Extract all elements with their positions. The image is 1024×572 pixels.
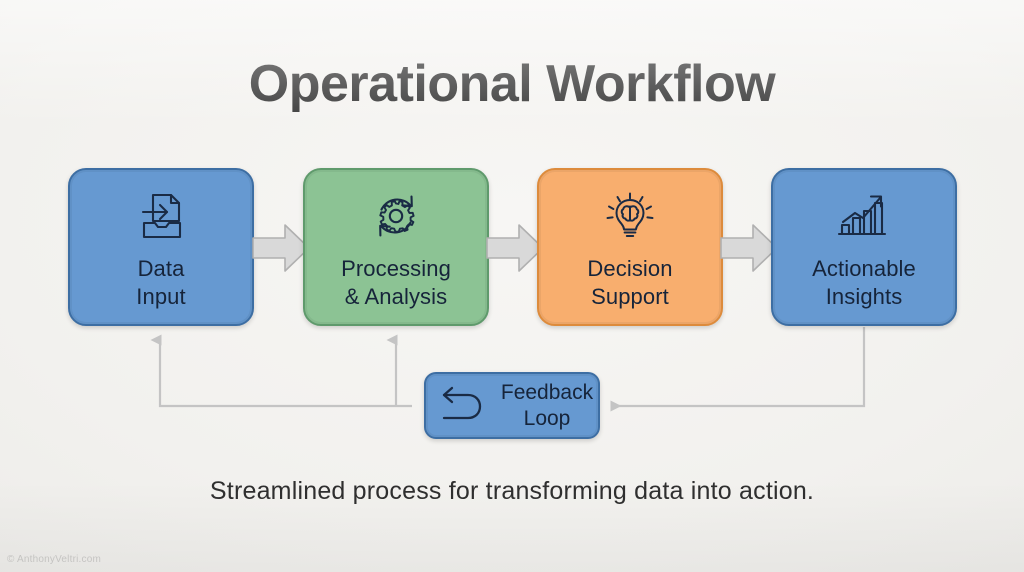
page-title: Operational Workflow (248, 55, 776, 113)
gear-refresh-icon (367, 183, 425, 245)
node-label: Data Input (136, 255, 186, 309)
node-actionable-insights[interactable]: Actionable Insights (771, 168, 957, 326)
watermark: © AnthonyVeltri.com (7, 554, 101, 565)
feedback-inbound-line (610, 327, 866, 412)
bar-chart-growth-icon (834, 183, 894, 245)
node-feedback-loop[interactable]: Feedback Loop (424, 372, 600, 439)
flow-arrow-3 (720, 222, 778, 274)
node-label: Decision Support (587, 255, 673, 309)
document-import-icon (133, 183, 189, 245)
u-turn-arrow-left-icon (438, 385, 488, 427)
node-processing-analysis[interactable]: Processing & Analysis (303, 168, 489, 326)
node-label: Processing & Analysis (341, 255, 451, 309)
feedback-label: Feedback Loop (500, 380, 594, 430)
caption-text: Streamlined process for transforming dat… (209, 477, 815, 505)
flow-arrow-2 (486, 222, 544, 274)
node-decision-support[interactable]: Decision Support (537, 168, 723, 326)
flow-arrow-1 (252, 222, 310, 274)
node-label: Actionable Insights (812, 255, 916, 309)
node-data-input[interactable]: Data Input (68, 168, 254, 326)
lightbulb-brain-icon (601, 183, 659, 245)
feedback-outbound-line-node1 (150, 334, 412, 408)
